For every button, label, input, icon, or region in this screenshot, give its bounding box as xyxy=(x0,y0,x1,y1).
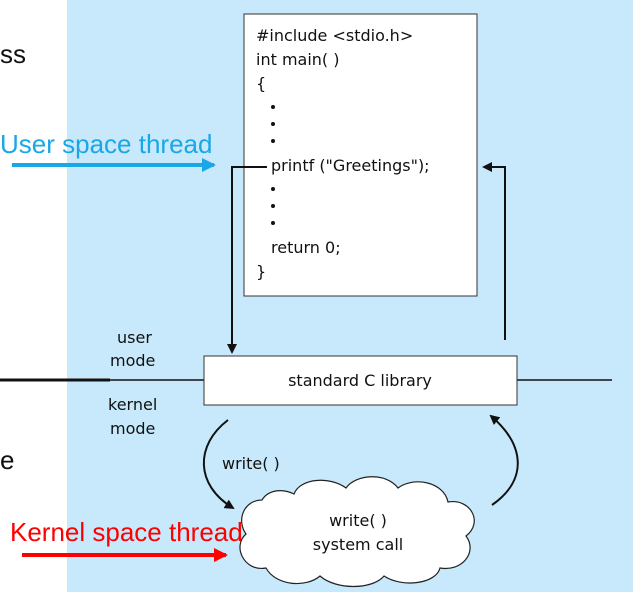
return-arrow xyxy=(482,162,506,340)
syscall-label-2: system call xyxy=(313,535,403,554)
code-line-printf: printf ("Greetings"); xyxy=(271,156,430,175)
edge-fragment-top: ss xyxy=(0,39,26,69)
standard-c-library-box: standard C library xyxy=(203,355,518,406)
user-mode-label-1: user xyxy=(117,328,152,347)
printf-call-arrow xyxy=(227,166,267,354)
kernel-thread-label: Kernel space thread xyxy=(10,517,243,547)
edge-fragment-bottom: e xyxy=(0,445,14,475)
syscall-label-1: write( ) xyxy=(329,511,387,530)
user-thread-label: User space thread xyxy=(0,129,212,159)
library-label: standard C library xyxy=(288,371,432,390)
write-call-label: write( ) xyxy=(222,454,280,473)
code-ellipsis-bottom xyxy=(271,187,275,225)
kernel-mode-label-2: mode xyxy=(110,419,155,438)
user-mode-label-2: mode xyxy=(110,351,155,370)
code-line-open-brace: { xyxy=(256,74,266,93)
system-call-cloud: write( ) system call xyxy=(239,476,475,587)
program-code-box: #include <stdio.h> int main( ) { printf … xyxy=(243,13,478,297)
code-line-close-brace: } xyxy=(256,262,266,281)
syscall-return-arrow xyxy=(489,414,519,506)
code-line-main: int main( ) xyxy=(256,50,340,69)
code-line-include: #include <stdio.h> xyxy=(256,26,413,45)
code-line-return: return 0; xyxy=(271,238,341,257)
kernel-mode-label-1: kernel xyxy=(108,395,157,414)
code-ellipsis-top xyxy=(271,105,275,143)
write-call-arrow xyxy=(202,419,235,510)
